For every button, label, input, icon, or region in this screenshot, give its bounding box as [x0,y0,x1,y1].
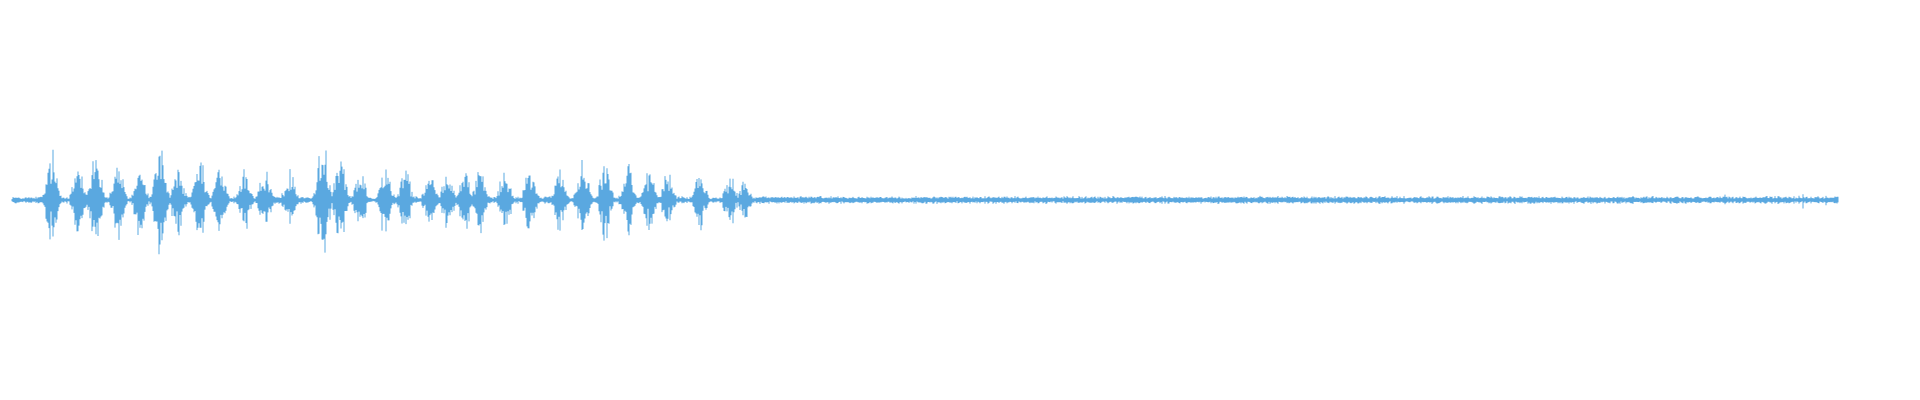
waveform-trace [11,149,1839,255]
